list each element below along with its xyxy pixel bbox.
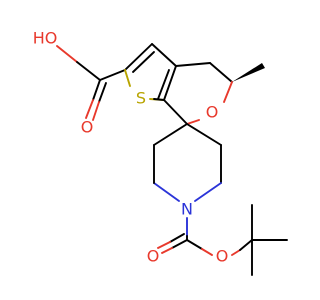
bond-c-o-double-a-o xyxy=(85,99,94,119)
atom-label-nitrogen: N xyxy=(181,200,193,219)
bond-cspiro-c2p xyxy=(186,123,222,146)
structure-drawing: HO O S O N O O xyxy=(33,29,288,276)
bond-c-o-double-b-o xyxy=(92,101,100,121)
atom-label-ester-oxygen: O xyxy=(216,247,229,266)
bond-c2-c3 xyxy=(124,43,153,71)
atom-label-carbonyl-acid: O xyxy=(81,118,94,137)
bond-cspiro-c7a xyxy=(163,99,188,125)
bond-c4-c5 xyxy=(209,62,233,83)
bond-c3-c3a xyxy=(151,43,177,67)
bond-cboc-o-double-b-o xyxy=(157,241,171,249)
bond-c-oh-carbon xyxy=(76,61,101,81)
bond-cboc-oester-o xyxy=(201,248,213,256)
atom-label-ring-oxygen: O xyxy=(206,103,219,122)
bond-cboc-oester xyxy=(186,239,203,250)
bond-oester-ctbu-o xyxy=(231,249,241,256)
bond-s-c2 xyxy=(124,69,131,87)
bond-acid-to-ring xyxy=(99,69,126,81)
bond-oester-ctbu xyxy=(239,239,253,251)
atom-label-carbonyl-boc: O xyxy=(147,247,160,266)
bond-c3a-c7a xyxy=(163,65,177,101)
bond-c3p-n xyxy=(194,182,222,202)
bond-c-o-double-b xyxy=(98,82,107,103)
bond-c3a-c7a-inner xyxy=(157,69,170,100)
bond-c2-c3-inner xyxy=(132,51,155,73)
bond-cboc-o-double-a-o xyxy=(161,247,173,254)
atom-label-sulfur: S xyxy=(136,89,146,108)
atom-label-hydroxyl: HO xyxy=(33,29,58,48)
bond-c7a-s-carbon xyxy=(153,98,165,101)
bond-cboc-o-double-a xyxy=(171,239,188,249)
molecule-canvas: HO O S O N O O xyxy=(32,28,288,276)
bond-c6p-cspiro xyxy=(153,123,188,146)
bond-cboc-o-double-b xyxy=(169,233,185,243)
wedge-methyl-bond xyxy=(232,63,265,82)
bond-o-cspiro xyxy=(186,119,200,125)
bond-c-o-double-a xyxy=(92,79,101,101)
bond-n-c5p xyxy=(153,182,180,202)
bond-c3a-c4 xyxy=(175,62,211,67)
bond-c-oh xyxy=(56,45,78,63)
bond-c5-o xyxy=(223,81,233,103)
